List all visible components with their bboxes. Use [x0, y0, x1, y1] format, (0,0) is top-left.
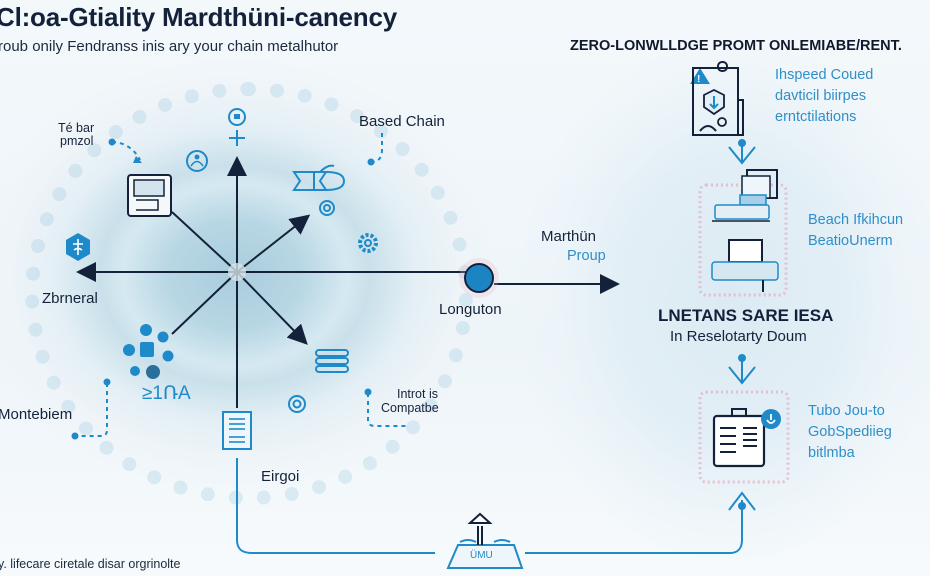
status-subtitle: In Reselotarty Doum: [670, 328, 807, 345]
footer-note: y. lifecare ciretale disar orgrinolte: [0, 557, 181, 571]
step3-line: Tubo Jou-to: [808, 403, 885, 419]
flower-cluster-icon: [123, 324, 174, 379]
callout-arrowhead: [133, 156, 142, 163]
node-dot-icon: [459, 258, 499, 298]
id-card-icon: [127, 174, 172, 217]
secure-document-warning-icon: !: [690, 61, 744, 136]
step3-line: GobSpediieg: [808, 424, 892, 440]
step1-text: Ihspeed Coued davticil biirpes erntctila…: [775, 65, 873, 128]
label-zbrneral: Zbrneral: [42, 290, 98, 307]
coin-stack-icon: [315, 349, 349, 373]
label-top-left-line2: pmzol: [60, 134, 94, 148]
right-panel-heading: ZERO-LONWLLDGE PROMT ONLEMIABE/RENT.: [570, 38, 902, 54]
center-node: [228, 263, 246, 281]
status-title: LNETANS SARE IESA: [658, 306, 834, 325]
line-downleft: [171, 271, 238, 335]
refresh-circle-icon: [288, 395, 306, 413]
label-eirgoi: Eirgoi: [261, 468, 300, 485]
lightbulb-icon: [228, 108, 246, 146]
connector-label-line1: Marthün: [541, 228, 597, 245]
briefcase-document-icon: [698, 390, 790, 484]
step3-text: Tubo Jou-to GobSpediieg bitlmba: [808, 401, 892, 464]
svg-text:!: !: [697, 74, 700, 85]
step2-line: BeatioUnerm: [808, 233, 893, 249]
arrow-down-step1: [728, 139, 756, 165]
bottom-connector-left: [236, 458, 435, 554]
shield-caduceus-icon: [66, 233, 90, 261]
arrow-down-step2: [728, 354, 756, 385]
callout-introt: [367, 393, 408, 427]
document-icon: [222, 411, 252, 450]
label-longuton: Longuton: [439, 301, 502, 318]
label-introt-line2: Compatbe: [381, 401, 439, 415]
step1-line: davticil biirpes: [775, 88, 867, 104]
step2-line: Beach Ifkihcun: [808, 212, 904, 228]
connector-label-line2: Proup: [567, 248, 606, 264]
bottom-connector-right: [525, 500, 743, 554]
callout-based-chain: [371, 133, 383, 163]
hub-island-icon: [446, 512, 524, 569]
arrow-downright: [236, 271, 308, 345]
page-title: Cl:oa-Gtiality Mardthüni-canency: [0, 2, 397, 32]
callout-montebiem: [76, 383, 108, 437]
radial-arrows: [76, 156, 620, 408]
robot-fish-icon: [292, 164, 346, 216]
person-badge-icon: [186, 150, 208, 172]
label-montebiem: Montebiem: [0, 406, 73, 423]
step3-line: bitlmba: [808, 445, 855, 461]
callout-dots: [71, 138, 375, 440]
page-subtitle: roub onily Fendranss inis ary your chain…: [0, 38, 339, 55]
label-top-left-line1: Té bar: [58, 121, 95, 135]
line-upleft: [171, 211, 238, 273]
right-panel-glow: [520, 40, 930, 560]
step1-line: Ihspeed Coued: [775, 67, 874, 83]
label-introt-line1: Introt is: [397, 387, 438, 401]
computer-stack-icon: [698, 169, 788, 297]
hub-text: ÜMU: [470, 550, 493, 561]
label-based-chain: Based Chain: [359, 113, 445, 130]
glyph-text: ≥1ՌA: [142, 383, 191, 404]
arrow-up-bottom-right: [728, 491, 756, 511]
gear-icon: [358, 233, 378, 253]
arrow-upright: [236, 214, 311, 273]
callout-lines: [76, 133, 408, 437]
step2-text: Beach Ifkihcun BeatioUnerm: [808, 210, 903, 252]
step1-line: erntctilations: [775, 109, 857, 125]
